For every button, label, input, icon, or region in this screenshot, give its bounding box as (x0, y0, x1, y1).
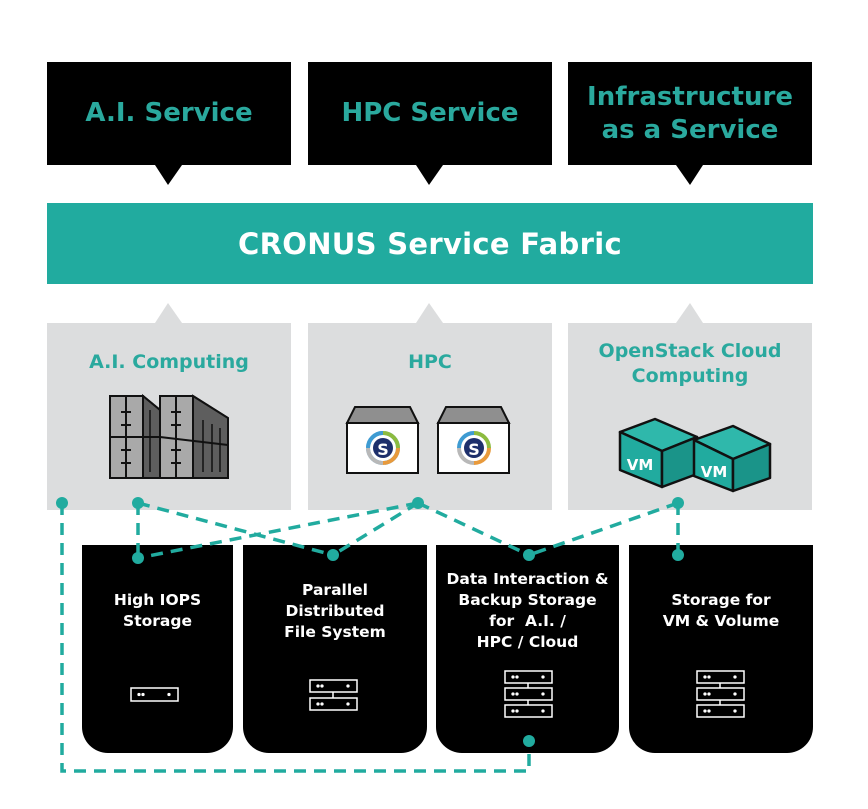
connector-hpc-to-iops (137, 501, 419, 560)
svg-text:S: S (468, 440, 480, 459)
service-label: HPC Service (341, 98, 519, 128)
connector-nodes (56, 497, 684, 747)
svg-text:VM: VM (627, 456, 654, 474)
storage-title-line: Backup Storage (458, 591, 597, 609)
storage-box-vm-volume: Storage for VM & Volume (629, 545, 813, 753)
storage-box-high-iops: High IOPS Storage (82, 545, 233, 753)
storage-title-line: Parallel (302, 581, 368, 599)
storage-title-line: VM & Volume (662, 612, 780, 630)
storage-title-line: for A.I. / (489, 612, 566, 630)
panel-title-line: Computing (631, 365, 749, 387)
service-fabric-band: CRONUS Service Fabric (47, 203, 813, 284)
pointer-down-iaas (676, 165, 703, 185)
connector-ai-to-backup (60, 503, 531, 773)
storage-1u-icon (130, 687, 179, 702)
fabric-label: CRONUS Service Fabric (238, 226, 622, 261)
slurm-node-icon: S (345, 406, 420, 474)
storage-3u-icon (504, 670, 553, 718)
computing-panel-openstack: OpenStack Cloud Computing (568, 323, 812, 510)
panel-title-line: OpenStack Cloud (598, 340, 782, 362)
service-box-iaas: Infrastructure as a Service (568, 62, 812, 165)
connector-node (672, 497, 684, 509)
connector-ai-to-parallel (137, 501, 334, 557)
storage-title-line: Data Interaction & (446, 570, 609, 588)
connector-node (523, 735, 535, 747)
computing-panel-hpc: HPC (308, 323, 552, 510)
storage-title-line: Distributed (285, 602, 385, 620)
connector-hpc-to-parallel (332, 501, 419, 557)
connector-hpc-to-backup (417, 501, 530, 557)
service-label-line: as a Service (601, 114, 779, 145)
storage-3u-icon (696, 670, 745, 718)
connector-node (132, 497, 144, 509)
vm-cube-icon: VM (692, 424, 772, 493)
connector-lines (60, 501, 680, 773)
server-rack-icon (109, 393, 229, 479)
service-label: A.I. Service (85, 98, 253, 128)
service-label-line: Infrastructure (587, 81, 793, 112)
pointer-down-ai (155, 165, 182, 185)
pointer-up-hpc (416, 303, 443, 323)
panel-title: A.I. Computing (89, 351, 249, 373)
connector-node (412, 497, 424, 509)
storage-box-parallel-fs: Parallel Distributed File System (243, 545, 427, 753)
storage-title-line: File System (284, 623, 386, 641)
storage-title-line: Storage for (671, 591, 771, 609)
vm-cube-icon: VM (618, 417, 699, 489)
connector-node (56, 497, 68, 509)
connector-node (523, 549, 535, 561)
service-box-hpc: HPC Service (308, 62, 552, 165)
svg-text:VM: VM (701, 463, 728, 481)
service-box-ai: A.I. Service (47, 62, 291, 165)
storage-title-line: High IOPS (113, 591, 202, 609)
connector-node (672, 549, 684, 561)
connector-node (132, 552, 144, 564)
pointer-up-ai (155, 303, 182, 323)
storage-title-line: Storage (123, 612, 192, 630)
svg-text:S: S (377, 440, 389, 459)
slurm-node-icon: S (436, 406, 511, 474)
storage-2u-icon (309, 679, 358, 711)
storage-title-line: HPC / Cloud (476, 633, 579, 651)
storage-box-data-backup: Data Interaction & Backup Storage for A.… (436, 545, 619, 753)
panel-title: HPC (408, 351, 452, 373)
connector-node (327, 549, 339, 561)
pointer-down-hpc (416, 165, 443, 185)
pointer-up-openstack (676, 303, 703, 323)
connector-cloud-to-backup (528, 501, 679, 557)
